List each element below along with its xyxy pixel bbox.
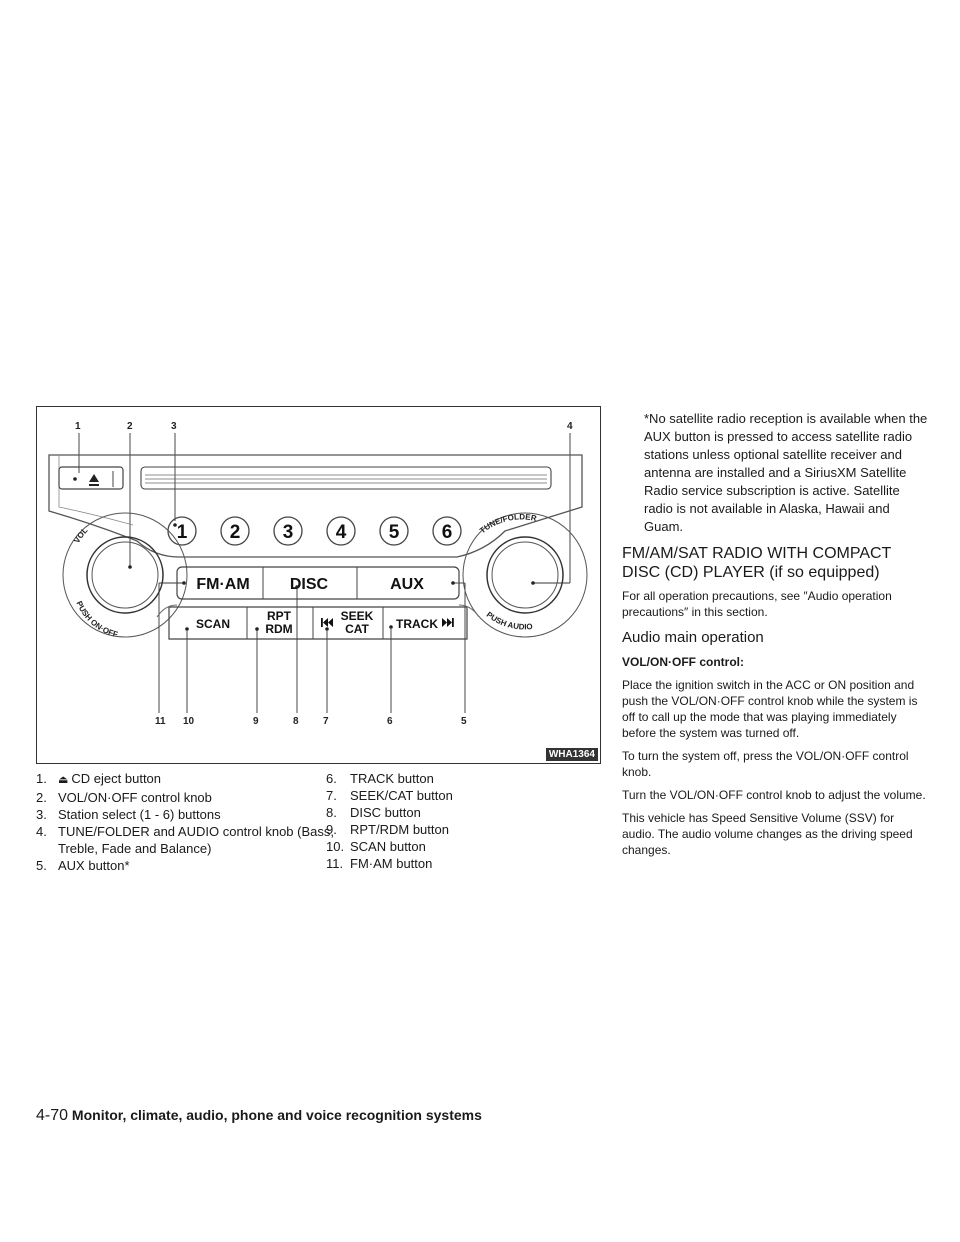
audio-unit-figure: 1 2 3 4 11 10 9 8 7 6 5 [36, 406, 601, 764]
callout-6: 6 [387, 716, 393, 727]
preset-button-2: 2 [220, 516, 250, 546]
vol-knob [62, 512, 188, 638]
eject-icon: ⏏ [58, 774, 69, 786]
preset-button-6: 6 [432, 516, 462, 546]
legend-item: 10.SCAN button [326, 839, 426, 854]
preset-button-4: 4 [326, 516, 356, 546]
tune-knob [462, 512, 588, 638]
callout-2: 2 [127, 421, 133, 432]
svg-text:3: 3 [283, 522, 294, 543]
paragraph: To turn the system off, press the VOL/ON… [622, 749, 909, 779]
legend-item: 9.RPT/RDM button [326, 822, 449, 837]
page-number: 4-70 [36, 1107, 69, 1124]
callout-10: 10 [183, 716, 195, 727]
page-footer: 4-70 Monitor, climate, audio, phone and … [36, 1107, 482, 1125]
paragraph: Turn the VOL/ON·OFF control knob to adju… [622, 788, 926, 802]
legend-item: 1.⏏CD eject button [36, 770, 336, 789]
preset-button-5: 5 [379, 516, 409, 546]
satellite-note: *No satellite radio reception is availab… [644, 411, 928, 534]
callout-7: 7 [323, 716, 329, 727]
legend-item: 8.DISC button [326, 805, 421, 820]
preset-button-3: 3 [273, 516, 303, 546]
svg-text:4: 4 [336, 522, 347, 543]
rdm-label: RDM [265, 622, 292, 636]
section-intro: For all operation precautions, see ″Audi… [622, 589, 892, 619]
cat-label: CAT [345, 622, 369, 636]
legend-item: 4.TUNE/FOLDER and AUDIO control knob (Ba… [36, 824, 334, 856]
fm-am-button: FM·AM [196, 576, 249, 593]
callout-4: 4 [567, 421, 573, 432]
callout-8: 8 [293, 716, 299, 727]
svg-text:6: 6 [442, 522, 453, 543]
legend-item: 11.FM·AM button [326, 856, 433, 871]
audio-unit-diagram: 1 2 3 4 11 10 9 8 7 6 5 [48, 421, 588, 727]
svg-text:5: 5 [389, 522, 400, 543]
seek-back-icon [321, 618, 333, 627]
track-forward-icon [442, 618, 454, 627]
legend-left: 1.⏏CD eject button 2.VOL/ON·OFF control … [36, 770, 336, 874]
callout-9: 9 [253, 716, 259, 727]
disc-button: DISC [290, 576, 329, 593]
preset-button-1: 1 [167, 516, 197, 546]
legend-item: 3.Station select (1 - 6) buttons [36, 807, 221, 822]
callout-5: 5 [461, 716, 467, 727]
scan-button: SCAN [196, 617, 230, 631]
paragraph: Place the ignition switch in the ACC or … [622, 678, 918, 740]
rpt-label: RPT [267, 609, 292, 623]
callout-11: 11 [155, 716, 166, 727]
eject-button-outline [58, 466, 124, 490]
eject-icon [89, 474, 99, 486]
section-title: FM/AM/SAT RADIO WITH COMPACT DISC (CD) P… [622, 545, 892, 581]
vol-control-heading: VOL/ON·OFF control: [622, 655, 744, 669]
legend-right: 6.TRACK button 7.SEEK/CAT button 8.DISC … [326, 770, 596, 872]
svg-text:2: 2 [230, 522, 241, 543]
vol-label: VOL [72, 526, 89, 545]
legend-item: 7.SEEK/CAT button [326, 788, 453, 803]
svg-text:VOL: VOL [72, 526, 89, 545]
track-button: TRACK [396, 617, 438, 631]
aux-button: AUX [390, 576, 424, 593]
callout-1: 1 [75, 421, 81, 432]
chapter-title: Monitor, climate, audio, phone and voice… [71, 1107, 482, 1123]
legend-item: 5.AUX button* [36, 858, 130, 873]
callout-3: 3 [171, 421, 177, 432]
svg-text:1: 1 [177, 522, 188, 543]
legend-item: 6.TRACK button [326, 771, 434, 786]
right-column: *No satellite radio reception is availab… [622, 410, 928, 865]
subsection-title: Audio main operation [622, 629, 764, 646]
legend-item: 2.VOL/ON·OFF control knob [36, 790, 212, 805]
figure-code: WHA1364 [545, 748, 598, 761]
paragraph: This vehicle has Speed Sensitive Volume … [622, 811, 913, 857]
seek-label: SEEK [341, 609, 374, 623]
